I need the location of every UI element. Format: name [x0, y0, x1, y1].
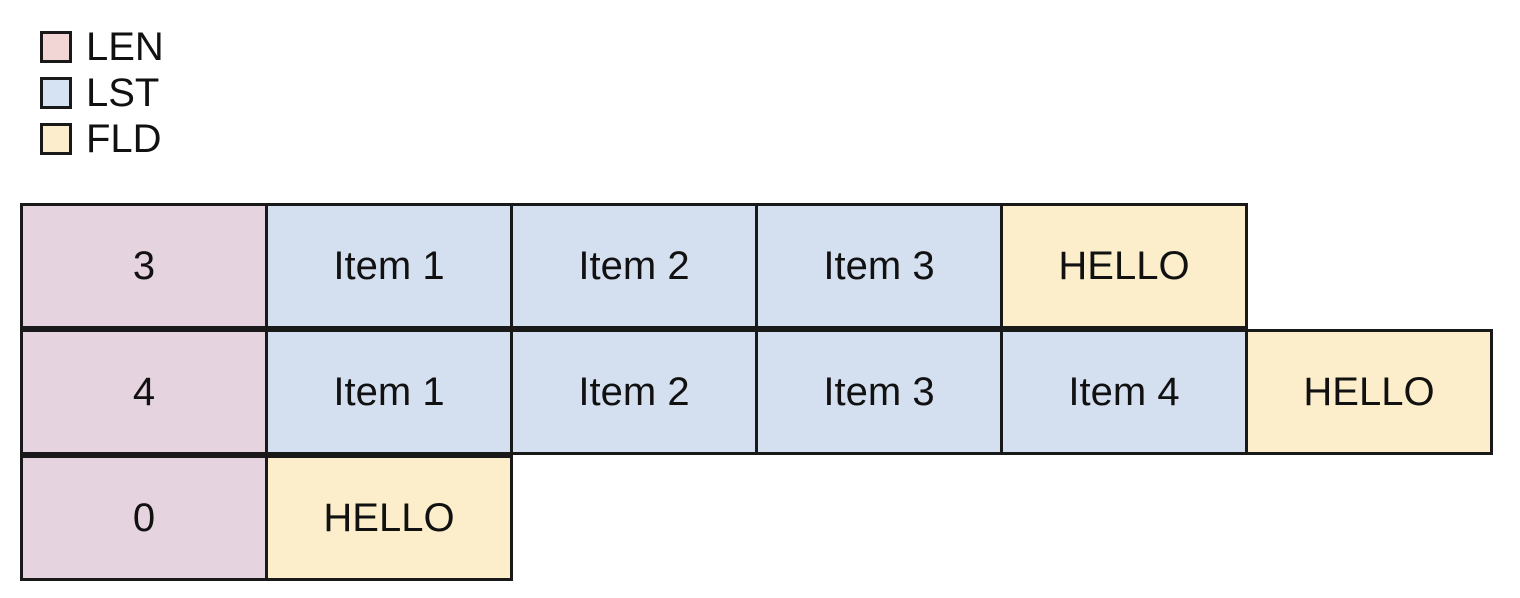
- legend-item-len: LEN: [40, 24, 440, 70]
- diagram-cell-lst: Item 4: [1000, 329, 1248, 455]
- legend-swatch-fld-icon: [40, 123, 72, 155]
- diagram-cell-fld: HELLO: [265, 455, 513, 581]
- legend-item-label: LEN: [86, 25, 164, 69]
- legend-item-lst: LST: [40, 70, 440, 116]
- legend-swatch-len-icon: [40, 31, 72, 63]
- diagram-cell-fld: HELLO: [1000, 203, 1248, 329]
- diagram-cell-len: 0: [20, 455, 268, 581]
- diagram-cell-lst: Item 2: [510, 329, 758, 455]
- legend-item-label: FLD: [86, 117, 162, 161]
- diagram-cell-fld: HELLO: [1245, 329, 1493, 455]
- legend-item-label: LST: [86, 71, 160, 115]
- diagram-cell-len: 4: [20, 329, 268, 455]
- diagram-cell-lst: Item 3: [755, 203, 1003, 329]
- diagram-cell-lst: Item 1: [265, 329, 513, 455]
- legend-item-fld: FLD: [40, 116, 440, 162]
- diagram-cell-len: 3: [20, 203, 268, 329]
- diagram-cell-lst: Item 2: [510, 203, 758, 329]
- diagram-cell-lst: Item 1: [265, 203, 513, 329]
- diagram-cell-lst: Item 3: [755, 329, 1003, 455]
- legend-swatch-lst-icon: [40, 77, 72, 109]
